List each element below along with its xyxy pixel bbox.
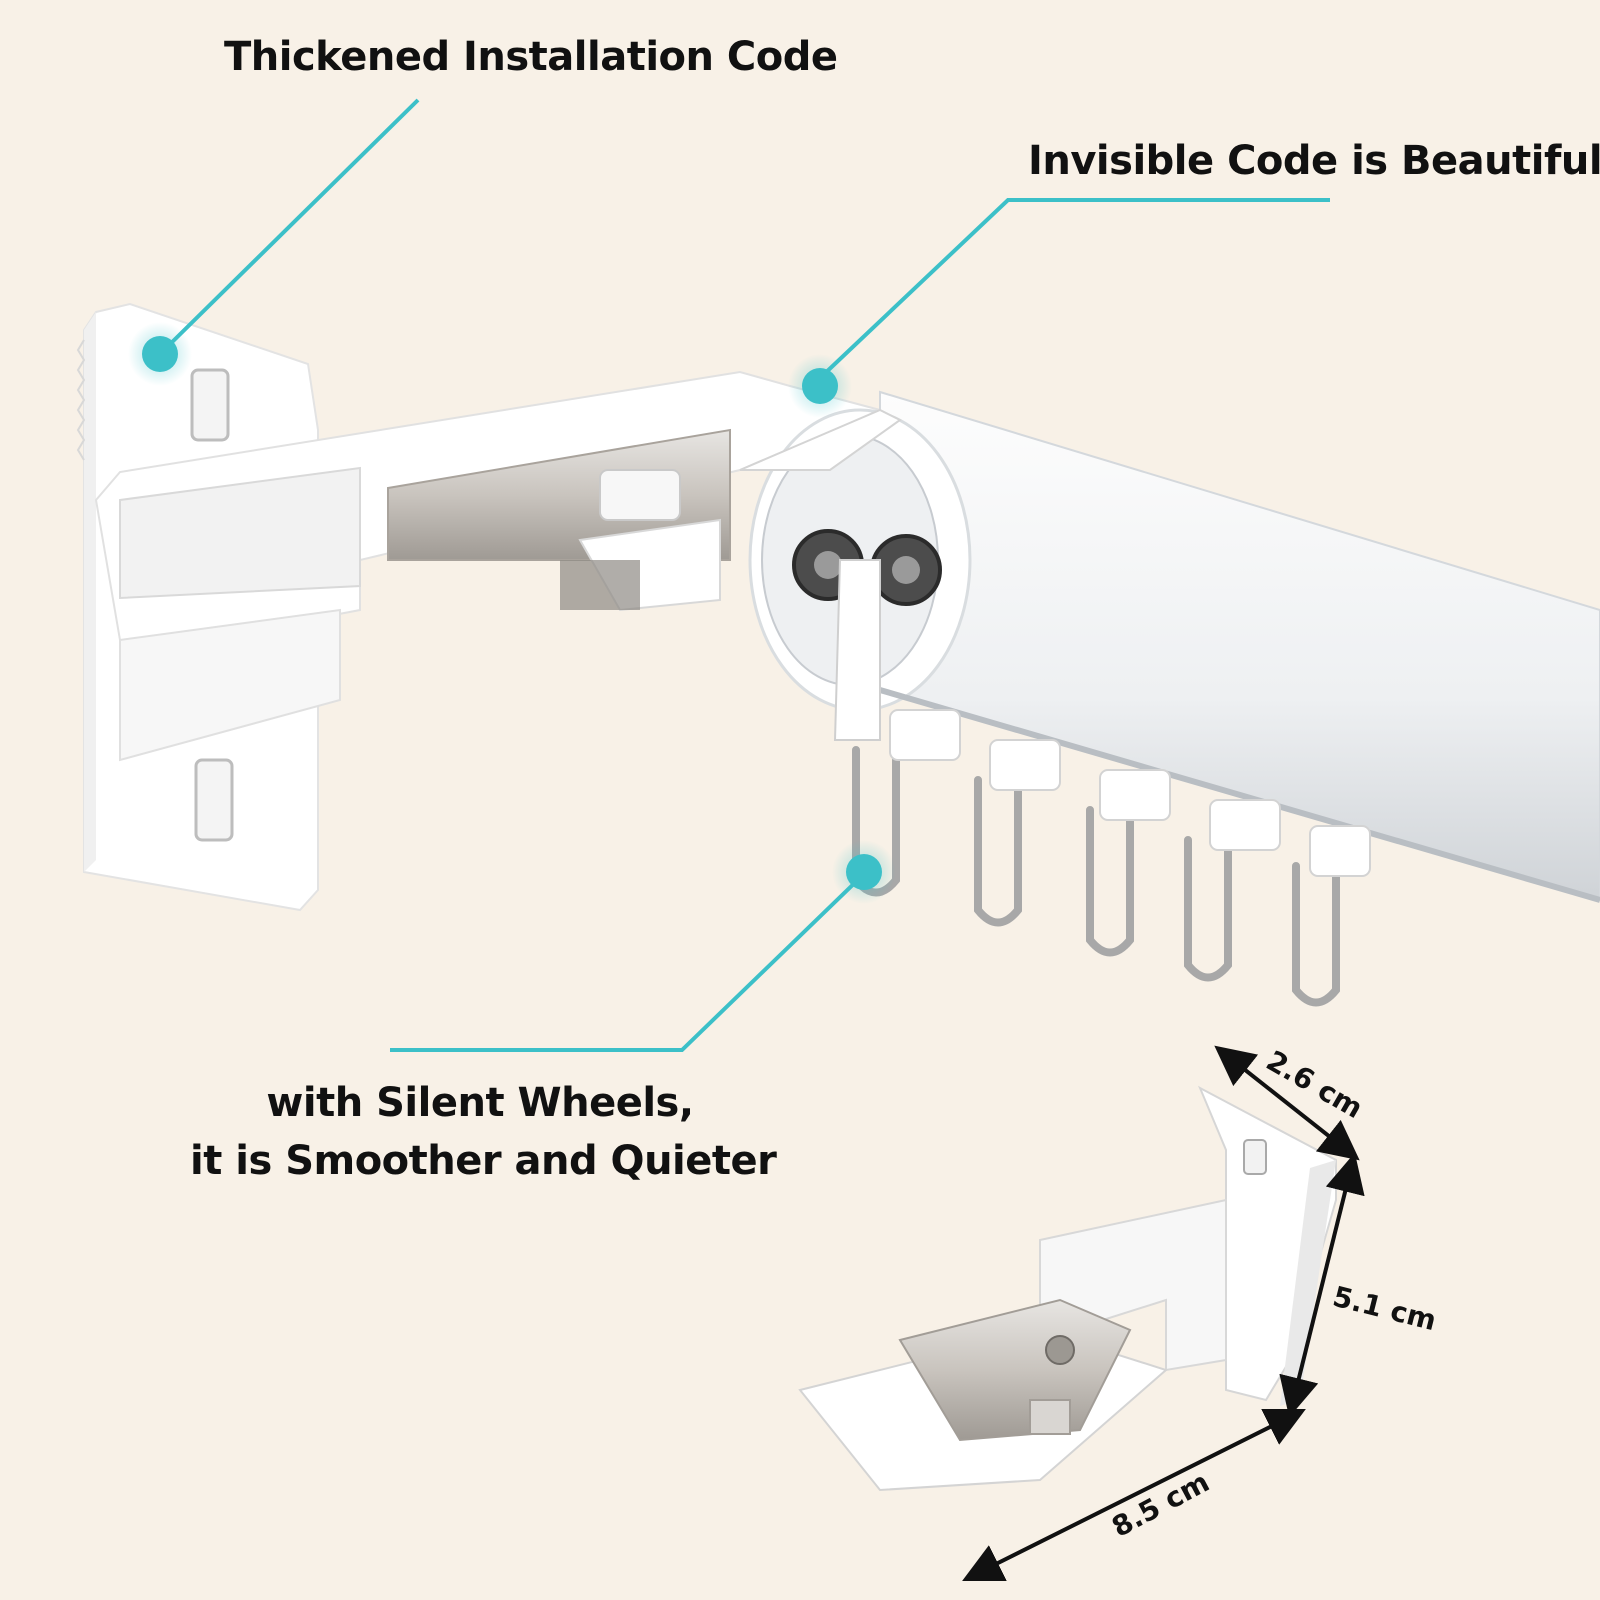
callout-lines [158,98,1330,1052]
callout-dot-invisible [802,368,838,404]
callout-dot-install [142,336,178,372]
callout-dots [128,322,896,904]
callout-wheels-line2: it is Smoother and Quieter [190,1138,777,1184]
callout-installation-label: Thickened Installation Code [224,34,838,80]
bracket-clip [387,428,731,612]
callout-wheels-line1: with Silent Wheels, [266,1080,694,1126]
curtain-rail [739,390,1600,903]
dimension-arrows [962,1045,1365,1581]
bracket-detail [798,1085,1337,1492]
curtain-hooks [852,746,1340,1007]
callout-wheels-label: with Silent Wheels, it is Smoother and Q… [190,1074,777,1190]
mount-slot-top [190,368,230,442]
callout-invisible-label: Invisible Code is Beautiful [1028,138,1600,184]
callout-dot-wheels [846,854,882,890]
mount-slot-bottom [194,758,234,842]
